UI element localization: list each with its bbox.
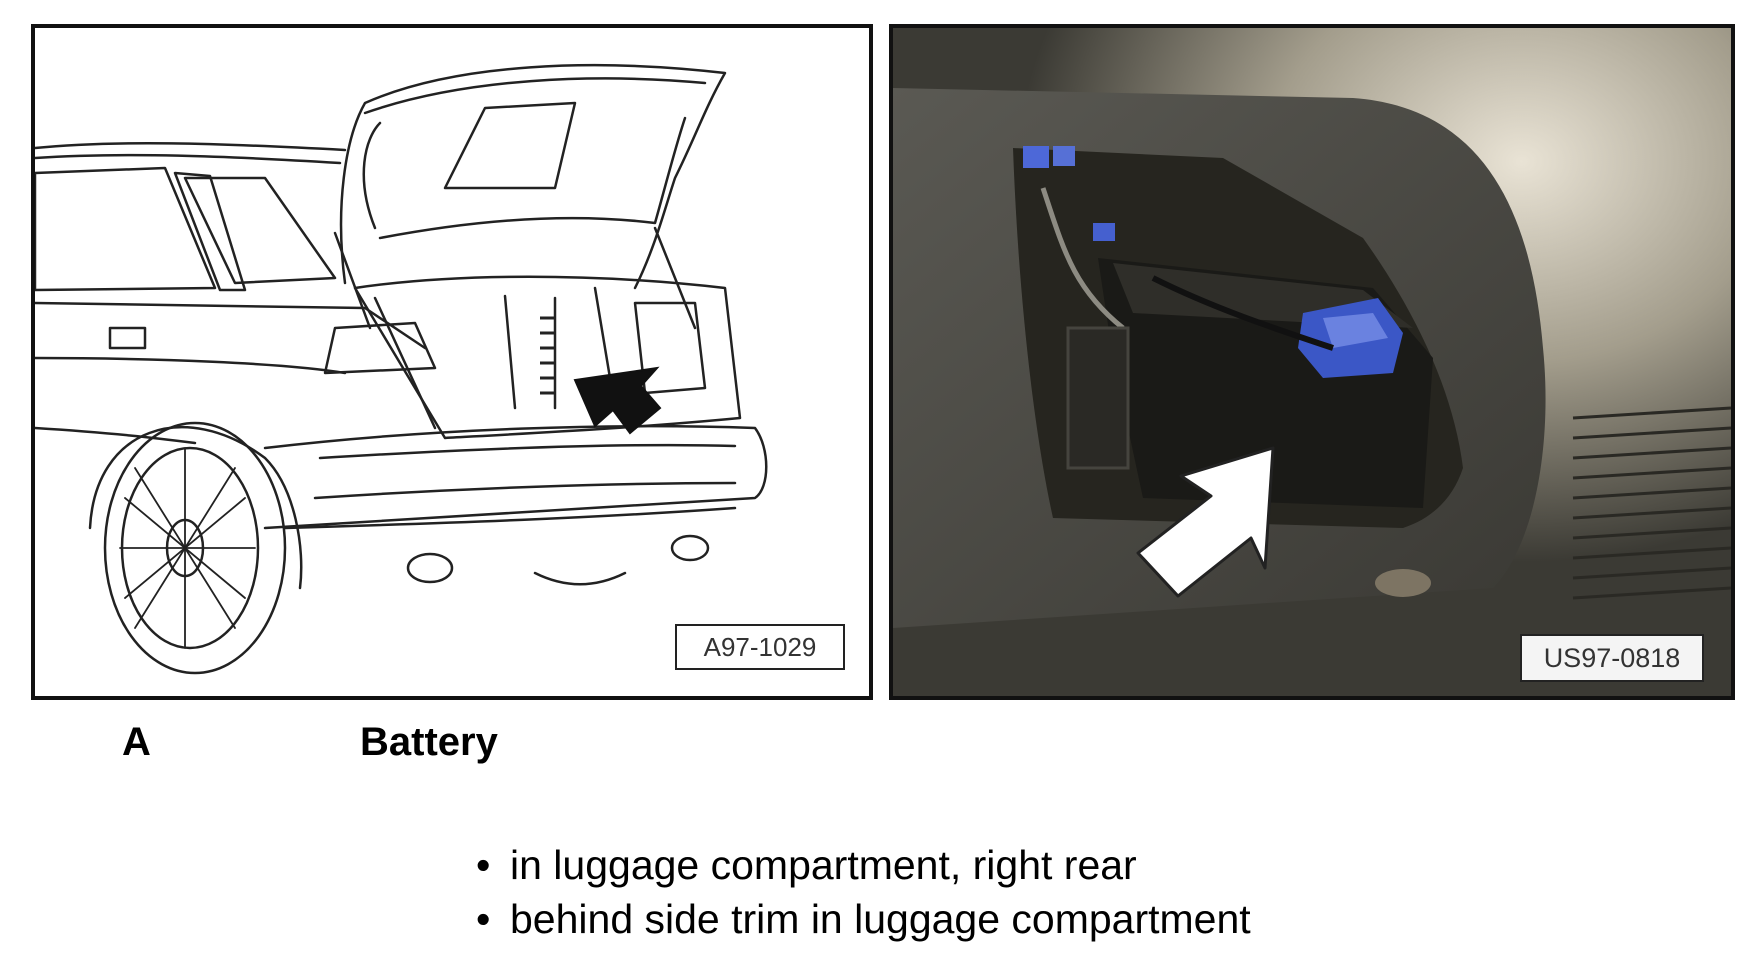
car-line-drawing: A97-1029: [31, 24, 873, 700]
list-item: in luggage compartment, right rear: [476, 838, 1251, 892]
battery-pointer-arrow-black: [573, 366, 662, 435]
battery-photo: US97-0818: [889, 24, 1735, 700]
list-item: behind side trim in luggage compartment: [476, 892, 1251, 946]
figure-reference-right: US97-0818: [1520, 634, 1704, 682]
caption-letter: A: [122, 720, 151, 764]
figure-reference-left: A97-1029: [675, 624, 845, 670]
car-illustration: [35, 63, 768, 675]
battery-photo-rendering: [893, 28, 1731, 696]
caption-title: Battery: [360, 720, 498, 764]
location-bullet-list: in luggage compartment, right rear behin…: [476, 838, 1251, 946]
battery-pointer-arrow-white: [1136, 446, 1275, 598]
